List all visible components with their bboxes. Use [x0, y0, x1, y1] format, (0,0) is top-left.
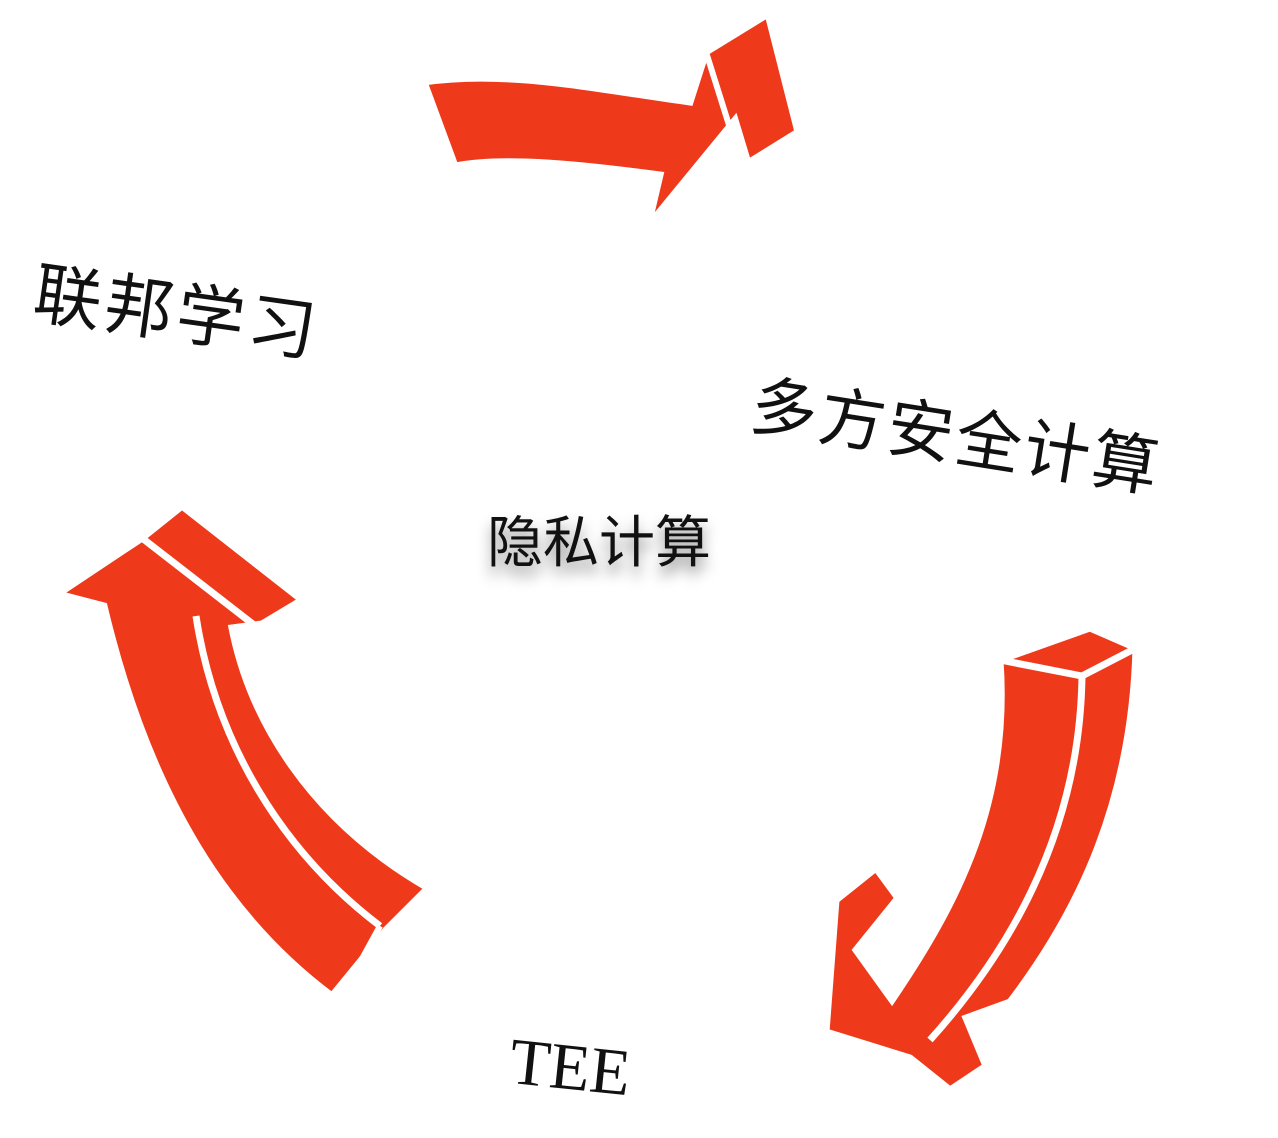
node-label-tee: TEE	[506, 1024, 635, 1111]
arrow-tee-to-fl	[49, 501, 434, 1001]
arrow-fl-to-mpc	[419, 8, 803, 229]
center-label-privacy-computing: 隐私计算	[487, 511, 711, 576]
arrow-mpc-to-tee	[822, 624, 1140, 1095]
